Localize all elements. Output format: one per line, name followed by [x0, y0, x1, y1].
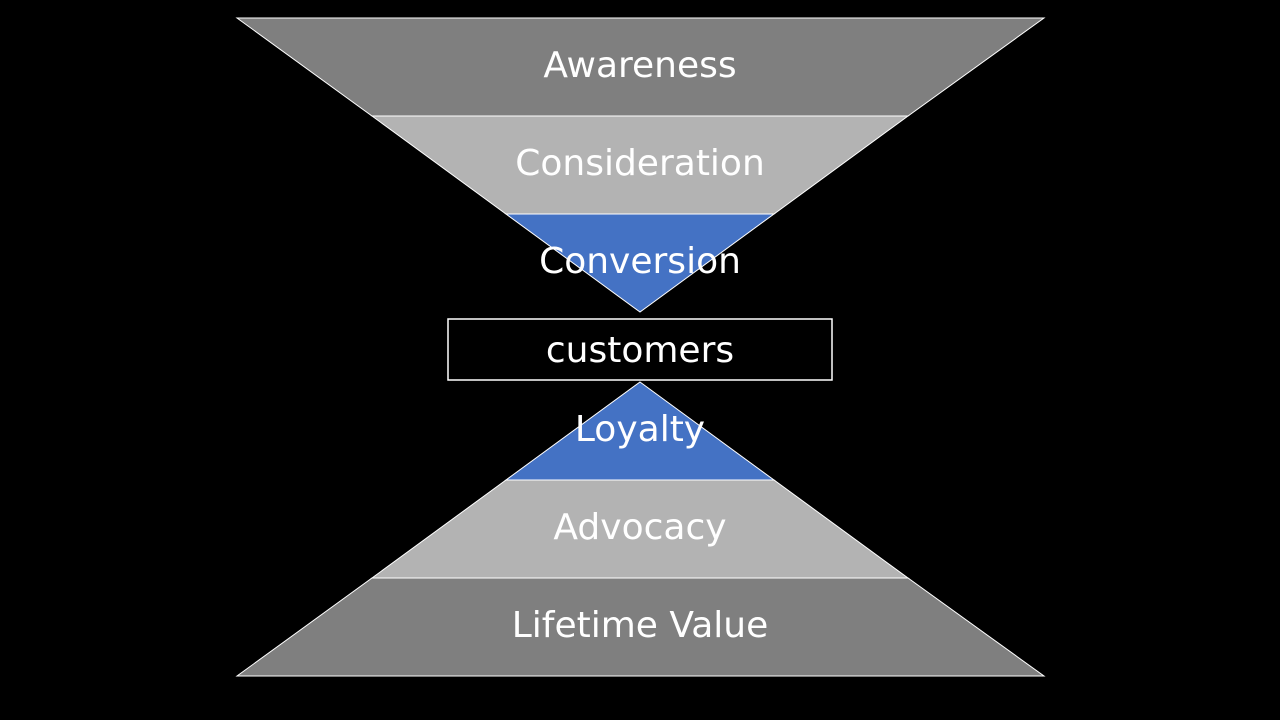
customers-box [447, 318, 833, 381]
conversion-label: Conversion [539, 241, 741, 282]
center-box: customers [447, 318, 833, 381]
lifetime-value-stage [235, 577, 1046, 677]
customers-label: customers [546, 330, 734, 371]
advocacy-label: Advocacy [553, 507, 726, 548]
consideration-label: Consideration [515, 143, 765, 184]
awareness-label: Awareness [543, 45, 736, 86]
top-funnel: Awareness Consideration Conversion [235, 17, 1046, 313]
lifetime-value-label: Lifetime Value [512, 605, 769, 646]
conversion-stage [504, 213, 776, 313]
bottom-funnel: Loyalty Advocacy Lifetime Value [235, 381, 1046, 677]
loyalty-label: Loyalty [575, 409, 705, 450]
